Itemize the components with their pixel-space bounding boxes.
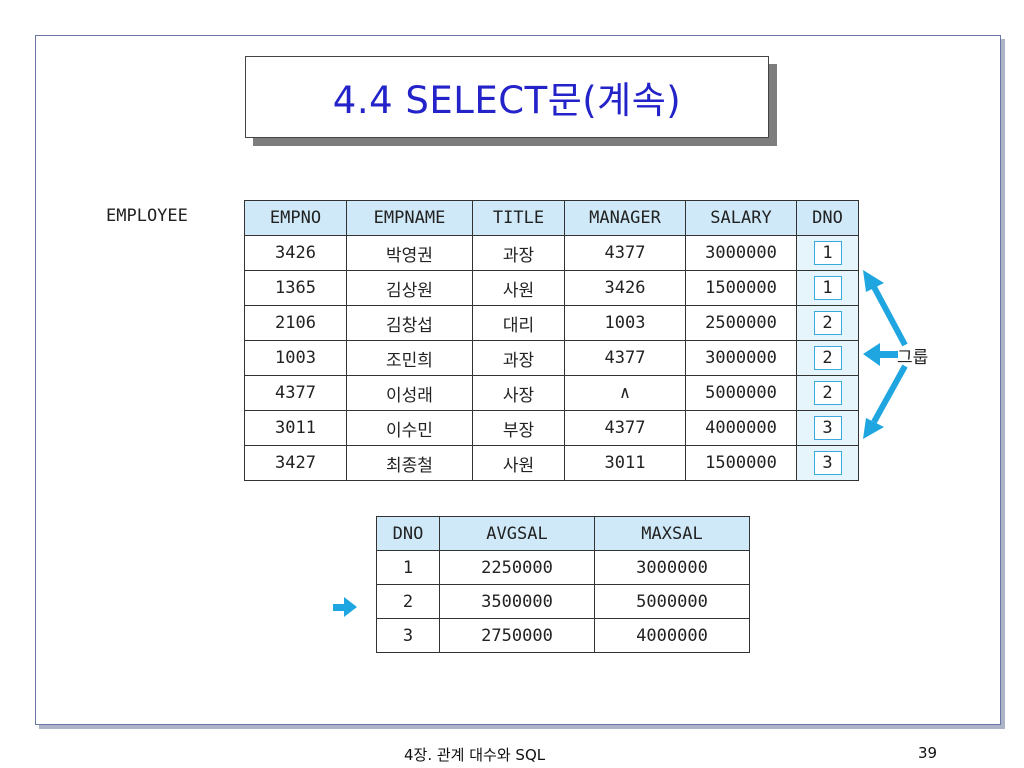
cell-empno: 3427 bbox=[244, 445, 347, 481]
cell-avgsal: 3500000 bbox=[439, 584, 595, 619]
cell-title: 사장 bbox=[472, 375, 565, 411]
cell-manager: 3426 bbox=[564, 270, 686, 306]
cell-maxsal: 4000000 bbox=[594, 618, 750, 653]
col-dno: DNO bbox=[376, 516, 440, 551]
col-title: TITLE bbox=[472, 200, 565, 236]
table-row: 3011 이수민 부장 4377 4000000 3 bbox=[244, 410, 859, 446]
dno-group-box: 2 bbox=[813, 311, 842, 335]
footer-text: 4장. 관계 대수와 SQL bbox=[404, 746, 546, 764]
cell-manager: 4377 bbox=[564, 410, 686, 446]
cell-dno: 3 bbox=[796, 410, 859, 446]
table-row: 2106 김창섭 대리 1003 2500000 2 bbox=[244, 305, 859, 341]
cell-dno: 3 bbox=[376, 618, 440, 653]
dno-group-box: 2 bbox=[813, 346, 842, 370]
group-label: 그룹 bbox=[897, 348, 929, 368]
cell-empno: 4377 bbox=[244, 375, 347, 411]
cell-empno: 3426 bbox=[244, 235, 347, 271]
cell-empname: 이성래 bbox=[346, 375, 473, 411]
title-box: 4.4 SELECT문(계속) bbox=[245, 56, 769, 138]
cell-dno: 2 bbox=[796, 305, 859, 341]
cell-dno: 3 bbox=[796, 445, 859, 481]
table-row: 3426 박영권 과장 4377 3000000 1 bbox=[244, 235, 859, 271]
cell-empno: 2106 bbox=[244, 305, 347, 341]
employee-table: EMPNO EMPNAME TITLE MANAGER SALARY DNO 3… bbox=[244, 200, 859, 481]
col-manager: MANAGER bbox=[564, 200, 686, 236]
col-avgsal: AVGSAL bbox=[439, 516, 595, 551]
cell-salary: 3000000 bbox=[685, 340, 797, 376]
cell-salary: 5000000 bbox=[685, 375, 797, 411]
cell-title: 대리 bbox=[472, 305, 565, 341]
cell-empno: 1003 bbox=[244, 340, 347, 376]
cell-dno: 2 bbox=[376, 584, 440, 619]
col-salary: SALARY bbox=[685, 200, 797, 236]
cell-dno: 1 bbox=[796, 270, 859, 306]
result-table: DNO AVGSAL MAXSAL 1 2250000 3000000 2 35… bbox=[376, 516, 750, 653]
slide-title: 4.4 SELECT문(계속) bbox=[332, 79, 682, 122]
cell-title: 부장 bbox=[472, 410, 565, 446]
cell-manager: 4377 bbox=[564, 340, 686, 376]
cell-manager: ∧ bbox=[564, 375, 686, 411]
table-row: 1003 조민희 과장 4377 3000000 2 bbox=[244, 340, 859, 376]
relation-name: EMPLOYEE bbox=[106, 206, 188, 226]
cell-empname: 최종철 bbox=[346, 445, 473, 481]
cell-manager: 1003 bbox=[564, 305, 686, 341]
cell-salary: 1500000 bbox=[685, 270, 797, 306]
cell-salary: 4000000 bbox=[685, 410, 797, 446]
table-row: 1 2250000 3000000 bbox=[376, 550, 750, 585]
cell-maxsal: 3000000 bbox=[594, 550, 750, 585]
col-empname: EMPNAME bbox=[346, 200, 473, 236]
table-row: 3 2750000 4000000 bbox=[376, 618, 750, 653]
cell-dno: 2 bbox=[796, 340, 859, 376]
cell-salary: 2500000 bbox=[685, 305, 797, 341]
cell-empno: 3011 bbox=[244, 410, 347, 446]
cell-maxsal: 5000000 bbox=[594, 584, 750, 619]
cell-title: 과장 bbox=[472, 340, 565, 376]
cell-empname: 김상원 bbox=[346, 270, 473, 306]
col-maxsal: MAXSAL bbox=[594, 516, 750, 551]
cell-manager: 3011 bbox=[564, 445, 686, 481]
cell-salary: 1500000 bbox=[685, 445, 797, 481]
cell-empname: 이수민 bbox=[346, 410, 473, 446]
cell-salary: 3000000 bbox=[685, 235, 797, 271]
dno-group-box: 3 bbox=[813, 416, 842, 440]
table-row: 3427 최종철 사원 3011 1500000 3 bbox=[244, 445, 859, 481]
table-row: 2 3500000 5000000 bbox=[376, 584, 750, 619]
col-dno: DNO bbox=[796, 200, 859, 236]
cell-manager: 4377 bbox=[564, 235, 686, 271]
cell-empname: 조민희 bbox=[346, 340, 473, 376]
dno-group-box: 2 bbox=[813, 381, 842, 405]
cell-title: 과장 bbox=[472, 235, 565, 271]
cell-title: 사원 bbox=[472, 445, 565, 481]
result-header-row: DNO AVGSAL MAXSAL bbox=[376, 516, 750, 551]
col-empno: EMPNO bbox=[244, 200, 347, 236]
cell-avgsal: 2250000 bbox=[439, 550, 595, 585]
cell-title: 사원 bbox=[472, 270, 565, 306]
table-row: 1365 김상원 사원 3426 1500000 1 bbox=[244, 270, 859, 306]
cell-empname: 김창섭 bbox=[346, 305, 473, 341]
cell-empname: 박영권 bbox=[346, 235, 473, 271]
cell-empno: 1365 bbox=[244, 270, 347, 306]
dno-group-box: 3 bbox=[813, 451, 842, 475]
page-number: 39 bbox=[918, 744, 938, 762]
dno-group-box: 1 bbox=[813, 241, 842, 265]
cell-avgsal: 2750000 bbox=[439, 618, 595, 653]
cell-dno: 1 bbox=[376, 550, 440, 585]
cell-dno: 2 bbox=[796, 375, 859, 411]
employee-header-row: EMPNO EMPNAME TITLE MANAGER SALARY DNO bbox=[244, 200, 859, 236]
cell-dno: 1 bbox=[796, 235, 859, 271]
table-row: 4377 이성래 사장 ∧ 5000000 2 bbox=[244, 375, 859, 411]
dno-group-box: 1 bbox=[813, 276, 842, 300]
